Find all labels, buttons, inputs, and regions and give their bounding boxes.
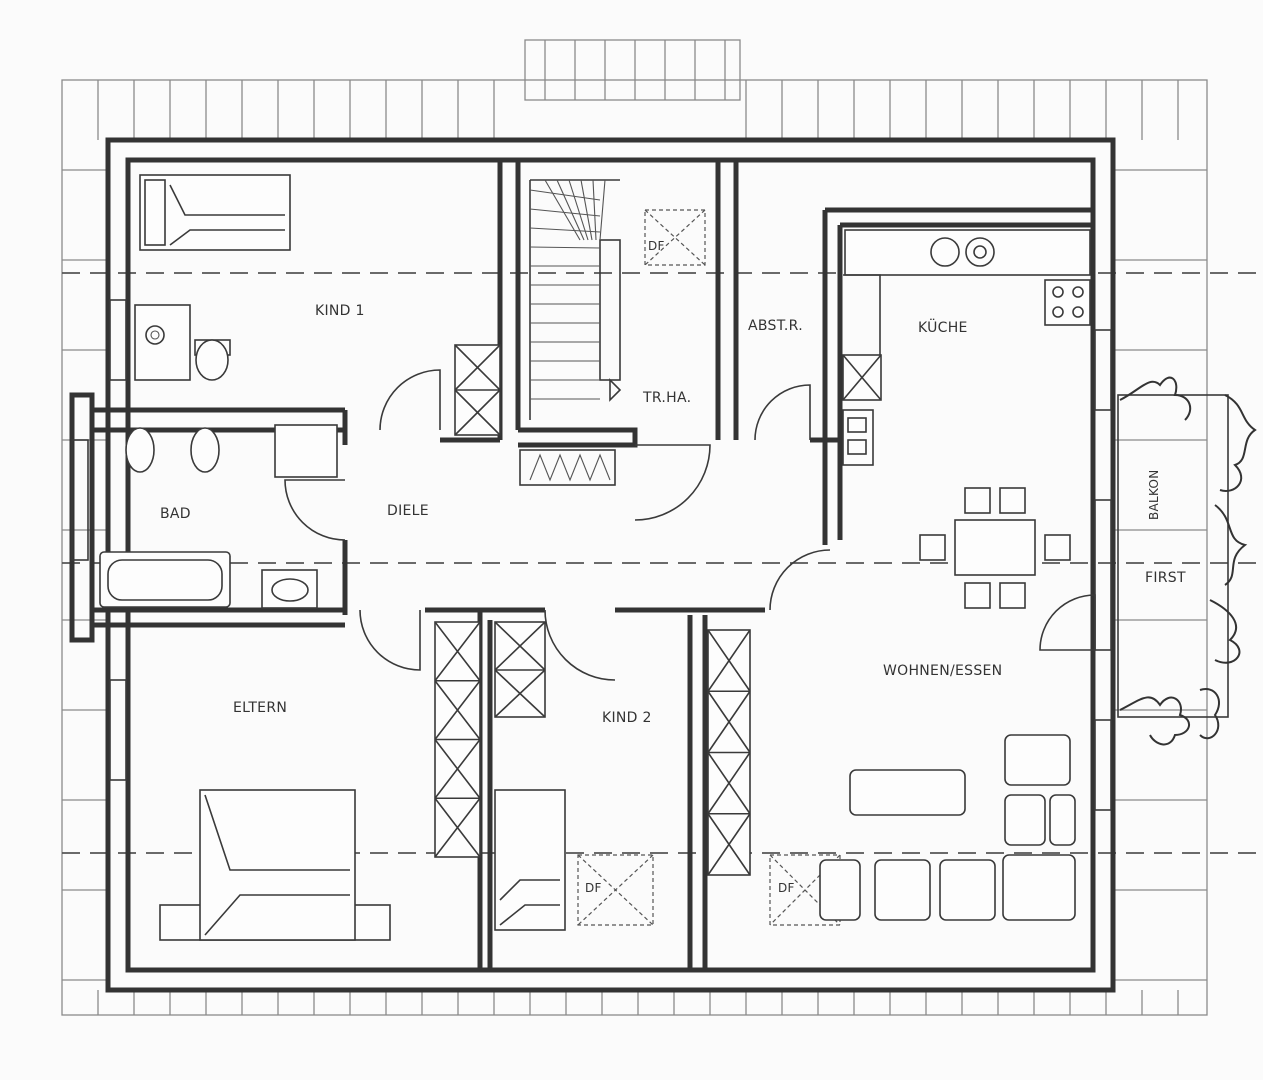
- room-label-eltern: ELTERN: [233, 700, 287, 716]
- skylight-stair-label: DF: [648, 239, 665, 253]
- stove-icon: [1044, 279, 1091, 326]
- room-label-diele: DIELE: [387, 503, 429, 519]
- skylight-kind2-label: DF: [585, 881, 602, 895]
- stair-railing: [519, 449, 616, 486]
- eltern-bed: [159, 789, 391, 941]
- room-label-treppenhaus: TR.HA.: [642, 390, 691, 406]
- skylight-kind2: DF: [577, 854, 654, 926]
- skylight-wohnen-label: DF: [778, 881, 795, 895]
- room-label-kind1: KIND 1: [315, 303, 365, 319]
- balcony: [1117, 376, 1257, 746]
- bathtub-icon: [99, 551, 231, 608]
- windows: [71, 299, 1112, 811]
- toilet-icon: [194, 339, 231, 381]
- skylight-stair: DF: [644, 209, 706, 266]
- wardrobe-eltern: [434, 621, 481, 858]
- kind1-bed: [139, 174, 291, 251]
- dining-table: [919, 487, 1071, 609]
- wardrobe-kind2: [494, 621, 546, 718]
- staircase: [519, 179, 622, 486]
- room-label-wohnen-essen: WOHNEN/ESSEN: [883, 663, 1002, 679]
- label-first: FIRST: [1145, 570, 1186, 586]
- roof-outline: [61, 39, 1208, 1016]
- shower-icon: [274, 424, 338, 478]
- room-label-bad: BAD: [160, 506, 191, 522]
- wardrobe-wohnen: [707, 629, 751, 876]
- interior-walls: [69, 160, 1093, 970]
- toilet-icon: [125, 427, 155, 473]
- coffee-table: [849, 769, 966, 816]
- bad-fixtures: [99, 424, 338, 609]
- room-labels: KIND 1 BAD DIELE TR.HA. ABST.R. KÜCHE BA…: [160, 303, 1186, 726]
- kind1-wc-cabinet: [134, 304, 191, 381]
- doors: [284, 369, 1096, 681]
- living-room-sofa: [819, 734, 1076, 921]
- ridge-lines: [62, 272, 1263, 854]
- kind2-bed: [494, 789, 566, 931]
- sink-icon: [930, 237, 960, 267]
- sink-icon: [261, 569, 318, 609]
- room-label-balkon: BALKON: [1147, 469, 1161, 520]
- kitchen: [842, 229, 1091, 466]
- room-label-abstellraum: ABST.R.: [748, 318, 803, 334]
- wardrobe-kind1: [454, 344, 501, 436]
- room-label-kueche: KÜCHE: [918, 318, 968, 336]
- outer-walls: [105, 137, 1116, 993]
- bidet-icon: [190, 427, 220, 473]
- room-label-kind2: KIND 2: [602, 710, 652, 726]
